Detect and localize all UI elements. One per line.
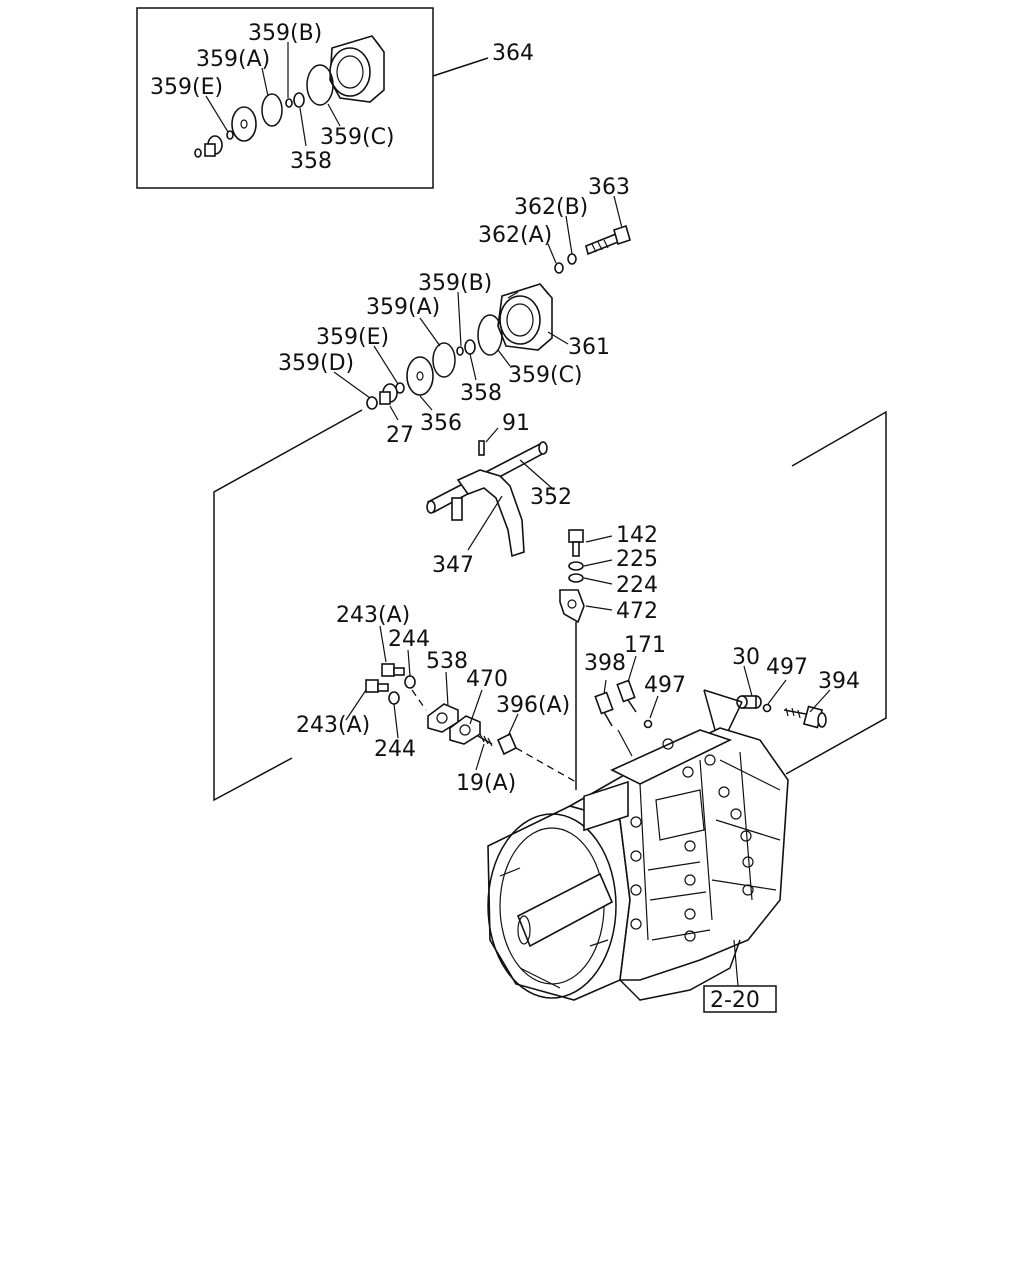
label-363: 363 (588, 175, 630, 200)
label-ref-2-20: 2-20 (710, 988, 760, 1013)
ring-359d (366, 396, 378, 410)
spring-19a (477, 733, 493, 747)
label-244-bot: 244 (374, 737, 416, 762)
label-244-top: 244 (388, 627, 430, 652)
label-472: 472 (616, 599, 658, 624)
label-27: 27 (386, 423, 414, 448)
switch-171 (616, 679, 637, 713)
inset-washer-359b (285, 98, 293, 108)
oring-359c (477, 314, 503, 356)
switch-398 (594, 691, 614, 727)
inset-label-359c: 359(C) (320, 125, 395, 150)
oring-359a (432, 342, 456, 378)
label-362a: 362(A) (478, 223, 552, 248)
label-538: 538 (426, 649, 468, 674)
inset-oring-359c (306, 64, 334, 106)
label-359c: 359(C) (508, 363, 583, 388)
shift-fork-347 (451, 469, 525, 558)
label-359a: 359(A) (366, 295, 440, 320)
ball-497-left (643, 719, 653, 729)
label-142: 142 (616, 523, 658, 548)
switch-394 (783, 705, 827, 729)
inset-nut-358 (293, 92, 305, 108)
bolt-142 (568, 529, 584, 557)
label-224: 224 (616, 573, 658, 598)
inset-frame (136, 7, 434, 189)
label-347: 347 (432, 553, 474, 578)
label-352: 352 (530, 485, 572, 510)
label-359b: 359(B) (418, 271, 492, 296)
label-497-left: 497 (644, 673, 686, 698)
label-19a: 19(A) (456, 771, 516, 796)
inset-oring-359a (261, 93, 283, 127)
label-361: 361 (568, 335, 610, 360)
inset-label-358: 358 (290, 149, 332, 174)
inset-plug (194, 135, 223, 158)
inset-label-359b: 359(B) (248, 21, 322, 46)
inset-ring-359e (226, 130, 234, 140)
inset-label-364: 364 (492, 41, 534, 66)
washer-224 (568, 573, 584, 583)
bolt-243a-top (381, 663, 405, 677)
label-398: 398 (584, 651, 626, 676)
label-243a-top: 243(A) (336, 603, 410, 628)
inset-housing-364 (329, 35, 385, 103)
washer-225 (568, 561, 584, 571)
ball-497-right (762, 703, 772, 713)
gasket-470 (449, 715, 481, 745)
label-243a-bot: 243(A) (296, 713, 370, 738)
left-bracket-line (213, 409, 363, 802)
label-356: 356 (420, 411, 462, 436)
bolt-363 (585, 224, 631, 256)
bracket-472 (559, 589, 585, 624)
label-225: 225 (616, 547, 658, 572)
bolt-243a-bot (365, 679, 389, 693)
housing-361 (497, 283, 553, 351)
washer-359b (456, 346, 464, 356)
nut-358 (464, 339, 476, 355)
washer-244-top (404, 675, 416, 689)
label-497-right: 497 (766, 655, 808, 680)
washer-244-bot (388, 691, 400, 705)
label-30: 30 (732, 645, 760, 670)
washer-362b (567, 253, 577, 265)
plunger-396a (496, 732, 518, 756)
inset-box: 359(B) 359(A) 359(E) 359(C) 358 364 (136, 7, 534, 189)
label-362b: 362(B) (514, 195, 588, 220)
label-359d: 359(D) (278, 351, 354, 376)
label-396a: 396(A) (496, 693, 570, 718)
right-bracket-line (785, 410, 887, 775)
inset-label-359a: 359(A) (196, 47, 270, 72)
inset-label-359e: 359(E) (150, 75, 223, 100)
pin-91 (478, 440, 485, 456)
label-470: 470 (466, 667, 508, 692)
washer-362a (554, 262, 564, 274)
label-359e: 359(E) (316, 325, 389, 350)
label-358: 358 (460, 381, 502, 406)
disc-356 (406, 356, 434, 396)
ref-box-2-20: 2-20 (703, 985, 777, 1013)
inset-leader-364 (432, 57, 489, 77)
transmission-case (487, 727, 789, 1001)
label-91: 91 (502, 411, 530, 436)
plug-27 (379, 383, 398, 405)
label-394: 394 (818, 669, 860, 694)
label-171: 171 (624, 633, 666, 658)
inset-disc (231, 106, 257, 142)
